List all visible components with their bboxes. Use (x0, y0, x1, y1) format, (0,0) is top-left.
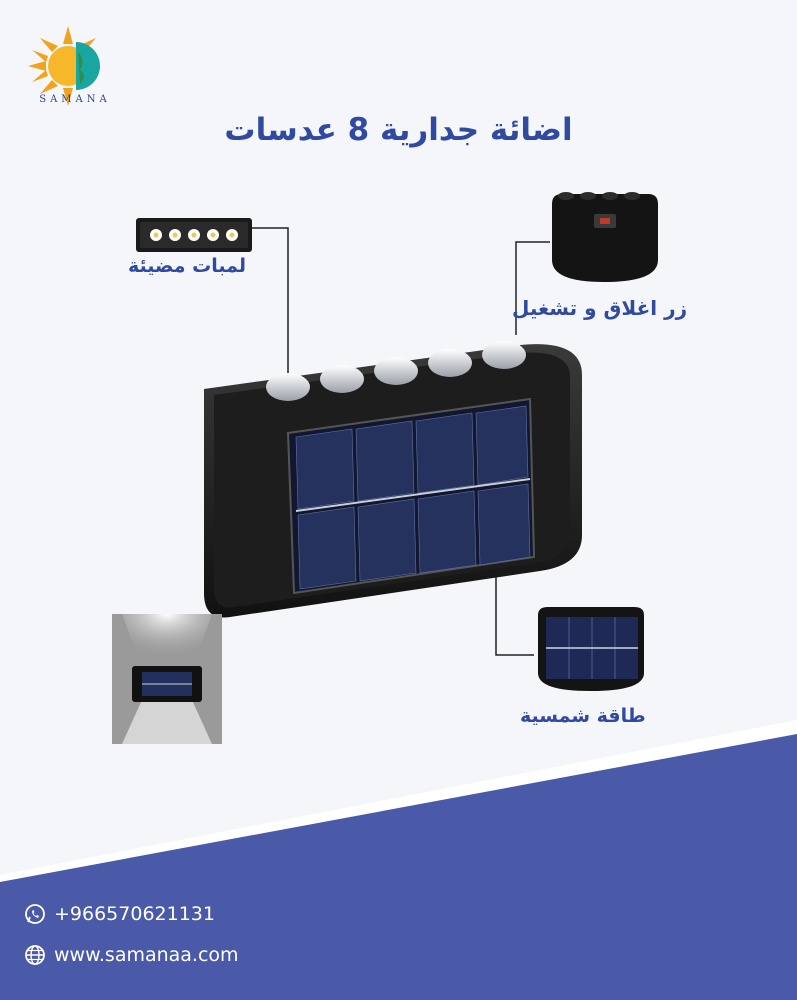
globe-icon (25, 945, 45, 965)
solar-wall-light (204, 341, 582, 618)
lit-example-thumbnail (112, 614, 222, 744)
callout-switch: زر اغلاق و تشغيل (512, 296, 688, 320)
contact-phone[interactable]: +966570621131 (24, 903, 215, 925)
samana-logo (28, 26, 108, 106)
page-title: اضائة جدارية 8 عدسات (224, 112, 573, 148)
logo-text: SAMANA (39, 94, 111, 105)
solar-panel-thumbnail (538, 607, 644, 691)
website-url: www.samanaa.com (54, 944, 239, 966)
led-strip-thumbnail (136, 218, 252, 252)
phone-number: +966570621131 (54, 903, 215, 925)
switch-thumbnail (552, 192, 658, 282)
callout-solar: طاقة شمسية (520, 705, 646, 727)
callout-lamps: لمبات مضيئة (128, 255, 246, 277)
contact-website[interactable]: www.samanaa.com (24, 944, 239, 966)
whatsapp-icon (25, 904, 45, 924)
